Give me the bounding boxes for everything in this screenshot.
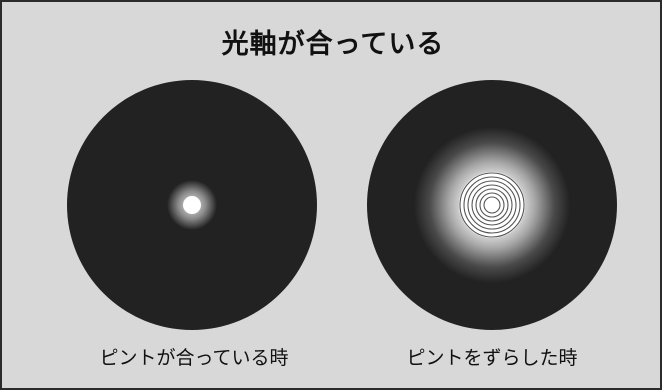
- caption-in-focus: ピントが合っている時: [99, 347, 289, 369]
- diffraction-rings: [459, 172, 525, 238]
- figure-title: 光軸が合っている: [221, 29, 445, 60]
- diffraction-ring: [475, 188, 509, 222]
- diffraction-ring: [483, 196, 501, 214]
- diffraction-ring: [467, 180, 517, 230]
- defocused-view: [367, 80, 617, 330]
- diffraction-ring: [479, 192, 505, 218]
- caption-defocused: ピントをずらした時: [406, 347, 578, 369]
- right-disk: [459, 172, 525, 238]
- diffraction-ring: [459, 172, 525, 238]
- left-focus-spot: [183, 196, 201, 214]
- diffraction-ring: [471, 184, 513, 226]
- diffraction-ring: [463, 176, 521, 234]
- in-focus-view: [67, 80, 317, 330]
